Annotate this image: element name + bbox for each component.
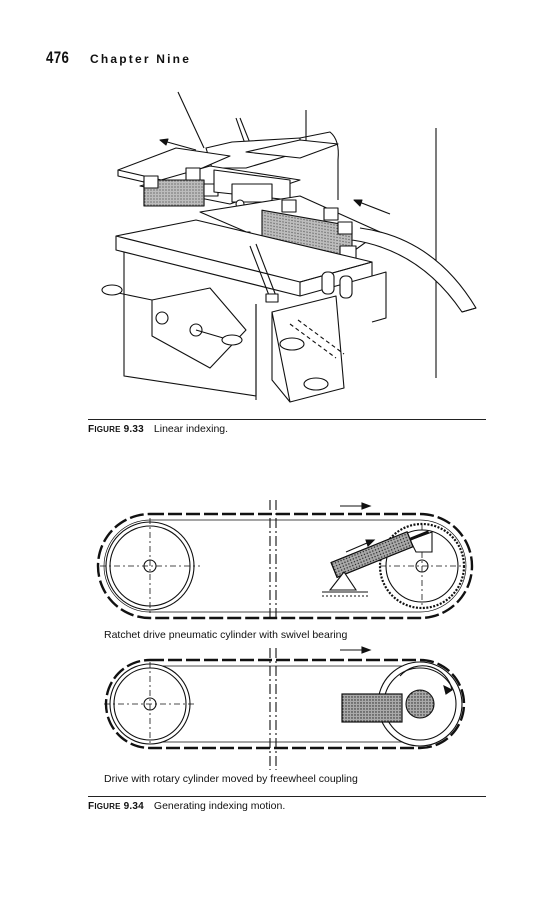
- figure-9-34-label: FIGURE 9.34: [88, 801, 144, 812]
- figure-9-34-rule: [88, 796, 486, 797]
- page-number: 476: [46, 48, 70, 67]
- subfigure-top-label: Ratchet drive pneumatic cylinder with sw…: [104, 629, 348, 641]
- figure-9-33-illustration: [101, 91, 477, 403]
- figure-9-33-label: FIGURE 9.33: [88, 424, 144, 435]
- ram-line: [177, 91, 205, 149]
- figure-9-33-caption: FIGURE 9.33 Linear indexing.: [88, 423, 228, 435]
- figure-9-33-caption-text: Linear indexing.: [153, 423, 229, 435]
- figure-9-34-caption-text: Generating indexing motion.: [153, 800, 286, 812]
- running-head: 476 Chapter Nine: [46, 48, 191, 68]
- figure-9-34-caption: FIGURE 9.34 Generating indexing motion.: [88, 800, 285, 812]
- figure-9-33-rule: [88, 419, 486, 420]
- chapter-title: Chapter Nine: [90, 52, 192, 66]
- subfigure-bottom-label: Drive with rotary cylinder moved by free…: [104, 773, 358, 785]
